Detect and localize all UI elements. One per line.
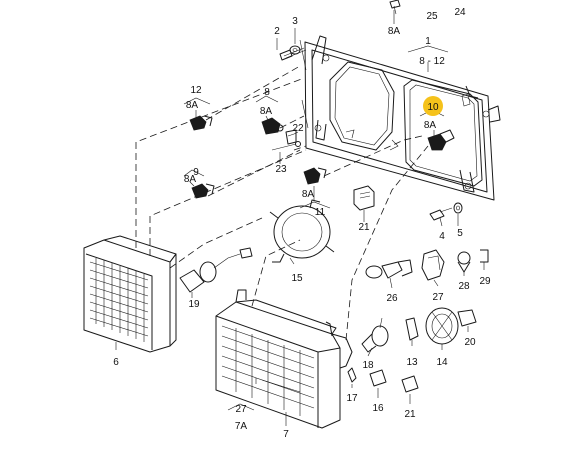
callout-20[interactable]: 20	[464, 337, 476, 348]
callout-5[interactable]: 5	[457, 228, 463, 239]
socket-part-16	[369, 369, 387, 387]
bulb-socket-part-11	[303, 167, 327, 185]
callout-11[interactable]: 11	[315, 207, 326, 218]
callout-11-8a: 8A	[302, 189, 315, 200]
cap-part-27-upper	[421, 249, 445, 281]
connector-part-21-upper	[353, 185, 375, 211]
callout-21-upper[interactable]: 21	[358, 222, 370, 233]
retaining-ring-part-15	[269, 199, 335, 263]
callout-27-upper[interactable]: 27	[432, 292, 444, 303]
screw-part-25	[389, 0, 401, 15]
callout-12[interactable]: 12	[190, 85, 202, 96]
callout-6[interactable]: 6	[113, 357, 119, 368]
callout-labels: 1 8 - 12 2 3 4 5 6 7 8 8A 9 8A 10 8A 11 …	[113, 7, 491, 440]
cover-part-14	[425, 307, 459, 345]
callout-8-8a: 8A	[260, 106, 273, 117]
leader-lines	[115, 10, 485, 426]
callout-15[interactable]: 15	[291, 273, 303, 284]
callout-1-range: 8 - 12	[419, 56, 445, 67]
bulb-part-26	[365, 259, 413, 279]
washer-part-5	[453, 202, 463, 214]
left-headlight-lens-grid	[89, 258, 149, 342]
left-headlight-unit	[83, 235, 177, 353]
callout-27-lower[interactable]: 27	[235, 404, 247, 415]
callout-27-7a: 7A	[235, 421, 248, 432]
callout-10-highlight[interactable]	[423, 96, 443, 116]
callout-7[interactable]: 7	[283, 429, 289, 440]
bulb-holder-part-10	[427, 129, 455, 151]
assembly-lines	[135, 65, 429, 341]
callout-8[interactable]: 8	[264, 87, 270, 98]
shield-part-13	[405, 317, 419, 341]
callout-21-lower[interactable]: 21	[404, 409, 416, 420]
socket-part-28	[457, 251, 471, 273]
callout-17[interactable]: 17	[346, 393, 358, 404]
callout-25[interactable]: 25	[426, 11, 438, 22]
callout-16[interactable]: 16	[372, 403, 384, 414]
clip-part-29	[480, 249, 489, 263]
callout-24[interactable]: 24	[454, 7, 466, 18]
bulb-holder-part-9	[191, 183, 215, 199]
right-headlight-lens-grid	[221, 325, 315, 416]
callout-10[interactable]: 10	[427, 102, 439, 113]
callout-1[interactable]: 1	[425, 36, 431, 47]
washer-part-3	[289, 45, 301, 55]
right-headlight-unit	[215, 289, 353, 429]
screw-part-4	[429, 207, 453, 221]
bulb-part-17	[347, 367, 357, 383]
screw-part-23	[271, 141, 301, 151]
callout-22[interactable]: 22	[292, 123, 304, 134]
connector-part-21-lower	[401, 375, 419, 393]
connector-part-20	[457, 309, 477, 327]
callout-2[interactable]: 2	[274, 26, 280, 37]
bulb-part-18	[361, 317, 389, 353]
callout-9[interactable]: 9	[193, 167, 199, 178]
callout-9-8a: 8A	[184, 174, 197, 185]
callout-13[interactable]: 13	[406, 357, 418, 368]
callout-25-8a: 8A	[388, 26, 401, 37]
callout-18[interactable]: 18	[362, 360, 374, 371]
callout-12-8a: 8A	[186, 100, 199, 111]
callout-brackets	[183, 45, 449, 411]
callout-3[interactable]: 3	[292, 16, 298, 27]
callout-28[interactable]: 28	[458, 281, 470, 292]
bulb-part-19	[179, 247, 253, 293]
callout-26[interactable]: 26	[386, 293, 398, 304]
bulb-holder-part-8	[261, 117, 284, 135]
callout-4[interactable]: 4	[439, 231, 445, 242]
callout-10-8a: 8A	[424, 120, 437, 131]
bulb-holder-part-12	[189, 115, 213, 131]
callout-23[interactable]: 23	[275, 164, 287, 175]
headlight-mounting-frame	[299, 35, 501, 201]
callout-14[interactable]: 14	[436, 357, 448, 368]
callout-29[interactable]: 29	[479, 276, 491, 287]
callout-19[interactable]: 19	[188, 299, 200, 310]
